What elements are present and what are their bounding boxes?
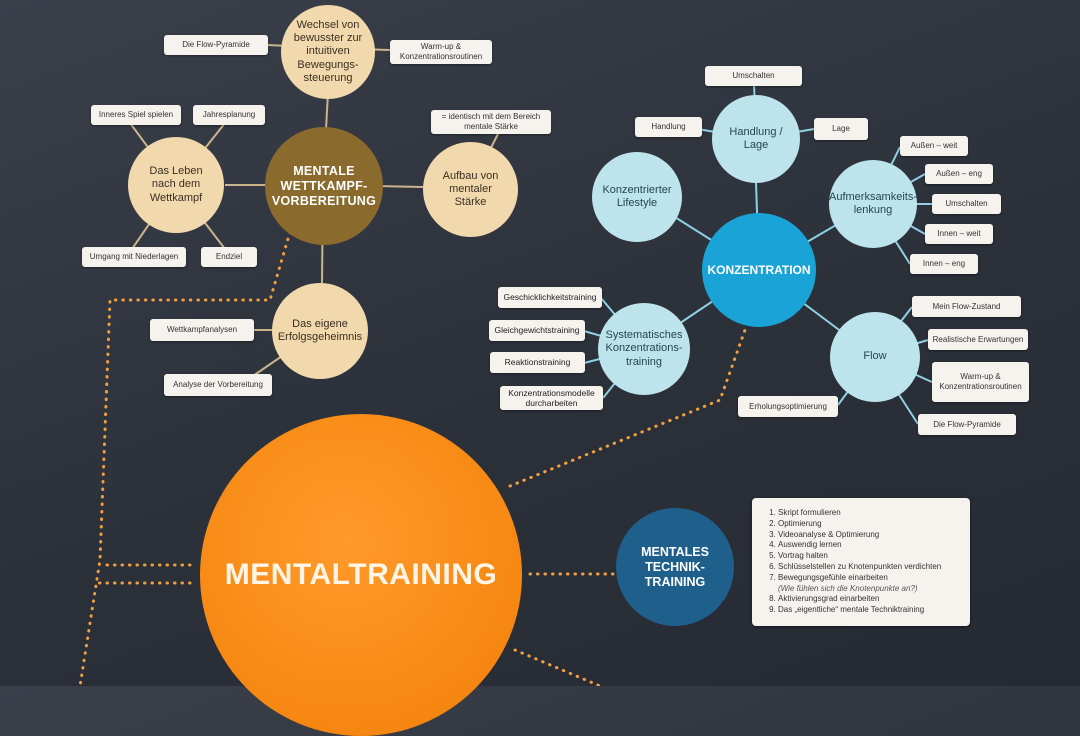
wettkampf-label: MENTALE WETTKAMPF-VORBEREITUNG — [271, 163, 377, 208]
erfolg-label: Das eigene Erfolgsgeheimnis — [277, 317, 363, 343]
technik-step: Das „eigentliche“ mentale Techniktrainin… — [778, 605, 962, 616]
technik-step: Aktivierungsgrad einarbeiten — [778, 594, 962, 605]
systematisch-label: Systematisches Konzentrations-training — [605, 329, 683, 368]
systematisch-node[interactable]: Systematisches Konzentrations-training — [598, 303, 690, 395]
technik-label: MENTALES TECHNIK-TRAINING — [641, 544, 709, 589]
technik-step-text: Bewegungsgefühle einarbeiten — [778, 572, 888, 582]
tag-umschalten-2[interactable]: Umschalten — [932, 194, 1001, 214]
handlung-label: Handlung / Lage — [729, 125, 783, 151]
technik-steps-list: Skript formulieren Optimierung Videoanal… — [766, 508, 962, 616]
tag-flow-pyramide-1[interactable]: Die Flow-Pyramide — [164, 35, 268, 55]
aufmerksamkeit-node[interactable]: Aufmerksamkeits-lenkung — [829, 160, 917, 248]
tag-gleichgewicht[interactable]: Gleichgewichtstraining — [489, 320, 585, 341]
technik-steps-box: Skript formulieren Optimierung Videoanal… — [752, 498, 970, 626]
tag-warmup-1[interactable]: Warm-up & Konzentrationsroutinen — [390, 40, 492, 64]
leben-label: Das Leben nach dem Wettkampf — [149, 165, 203, 204]
tag-lage[interactable]: Lage — [814, 118, 868, 140]
tag-aussen-eng[interactable]: Außen – eng — [925, 164, 993, 184]
tag-reaktion[interactable]: Reaktionstraining — [490, 352, 585, 373]
tag-jahresplanung[interactable]: Jahresplanung — [193, 105, 265, 125]
technik-step: Optimierung — [778, 519, 962, 530]
technik-step: Vortrag halten — [778, 551, 962, 562]
flow-label: Flow — [863, 350, 887, 363]
tag-handlung[interactable]: Handlung — [635, 117, 702, 137]
technik-step: Skript formulieren — [778, 508, 962, 519]
mindmap-canvas: MENTALTRAINING MENTALE WETTKAMPF-VORBERE… — [0, 0, 1080, 686]
konzentration-node[interactable]: KONZENTRATION — [702, 213, 816, 327]
tag-analyse-vorbereitung[interactable]: Analyse der Vorbereitung — [164, 374, 272, 396]
mentaltraining-circle: MENTALTRAINING — [200, 414, 522, 736]
mentaltraining-title: MENTALTRAINING — [224, 558, 498, 591]
tag-erholung[interactable]: Erholungsoptimierung — [738, 396, 838, 417]
tag-erwartungen[interactable]: Realistische Erwartungen — [928, 329, 1028, 350]
tag-mentale-staerke[interactable]: = identisch mit dem Bereich mentale Stär… — [431, 110, 551, 134]
tag-geschicklichkeit[interactable]: Geschicklichkeitstraining — [498, 287, 602, 308]
tag-niederlagen[interactable]: Umgang mit Niederlagen — [82, 247, 186, 267]
tag-inneres-spiel[interactable]: Inneres Spiel spielen — [91, 105, 181, 125]
lifestyle-node[interactable]: Konzentrierter Lifestyle — [592, 152, 682, 242]
technik-node[interactable]: MENTALES TECHNIK-TRAINING — [616, 508, 734, 626]
tag-innen-eng[interactable]: Innen – eng — [910, 254, 978, 274]
dotted-connectors — [78, 230, 747, 686]
aufbau-label: Aufbau von mentaler Stärke — [442, 169, 499, 209]
technik-step: Auswendig lernen — [778, 540, 962, 551]
tag-flow-zustand[interactable]: Mein Flow-Zustand — [912, 296, 1021, 317]
technik-step: Bewegungsgefühle einarbeiten(Wie fühlen … — [778, 573, 962, 595]
tag-umschalten-1[interactable]: Umschalten — [705, 66, 802, 86]
aufbau-node[interactable]: Aufbau von mentaler Stärke — [423, 142, 518, 237]
tag-wettkampfanalysen[interactable]: Wettkampfanalysen — [150, 319, 254, 341]
flow-node[interactable]: Flow — [830, 312, 920, 402]
konzentration-label: KONZENTRATION — [707, 262, 811, 277]
leben-node[interactable]: Das Leben nach dem Wettkampf — [128, 137, 224, 233]
wechsel-label: Wechsel von bewusster zur intuitiven Bew… — [293, 19, 363, 84]
technik-step: Schlüsselstellen zu Knotenpunkten verdic… — [778, 562, 962, 573]
aufmerksamkeit-label: Aufmerksamkeits-lenkung — [828, 190, 918, 216]
technik-step-note: (Wie fühlen sich die Knotenpunkte an?) — [778, 583, 918, 593]
tag-aussen-weit[interactable]: Außen – weit — [900, 136, 968, 156]
tag-warmup-2[interactable]: Warm-up & Konzentrationsroutinen — [932, 362, 1029, 402]
handlung-node[interactable]: Handlung / Lage — [712, 95, 800, 183]
technik-step: Videoanalyse & Optimierung — [778, 530, 962, 541]
tag-flow-pyramide-2[interactable]: Die Flow-Pyramide — [918, 414, 1016, 435]
erfolg-node[interactable]: Das eigene Erfolgsgeheimnis — [272, 283, 368, 379]
tag-endziel[interactable]: Endziel — [201, 247, 257, 267]
wechsel-node[interactable]: Wechsel von bewusster zur intuitiven Bew… — [281, 5, 375, 99]
tag-konzentrationsmodelle[interactable]: Konzentrationsmodelle durcharbeiten — [500, 386, 603, 410]
lifestyle-label: Konzentrierter Lifestyle — [602, 183, 672, 209]
wettkampf-node[interactable]: MENTALE WETTKAMPF-VORBEREITUNG — [265, 127, 383, 245]
tag-innen-weit[interactable]: Innen – weit — [925, 224, 993, 244]
